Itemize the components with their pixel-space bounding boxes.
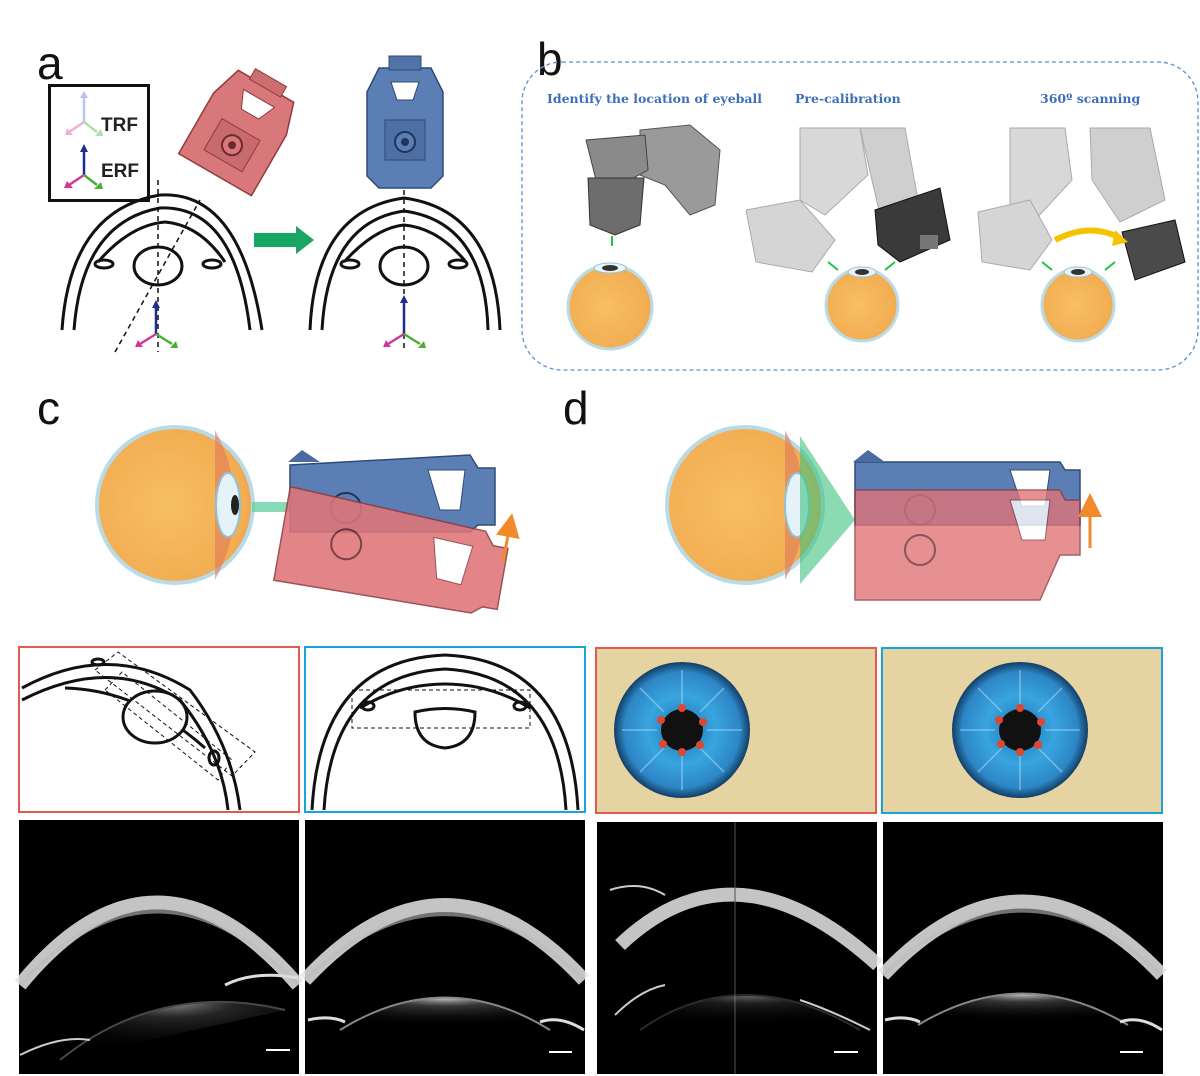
step-label-scanning: 360º scanning [1040, 91, 1141, 106]
erf-device-aligned [366, 55, 444, 189]
oct-image-1 [14, 820, 304, 1074]
step-label-precalibration: Pre-calibration [795, 91, 901, 106]
panel-d-diagram [665, 425, 1102, 601]
scan-arc-arrow [1053, 227, 1122, 243]
panel-letter-c: c [37, 382, 60, 434]
panel-b-step3 [977, 127, 1186, 343]
panel-b-step2 [745, 127, 951, 343]
legend-erf-label: ERF [101, 161, 139, 182]
scan-beam [252, 502, 290, 512]
oct-image-2 [299, 820, 590, 1074]
panel-b-step1 [566, 124, 721, 351]
tilted-axis-line [114, 199, 201, 353]
schematic-aligned-anterior [304, 646, 586, 813]
reference-frame-legend: TRF ERF [48, 84, 150, 202]
legend-axes-icon [64, 91, 103, 189]
erf-axes-left [135, 300, 178, 348]
panel-letter-b: b [537, 33, 563, 85]
tilt-arrow [495, 513, 520, 563]
trf-device-side-d [854, 489, 1081, 601]
eye-cross-section-tilted [60, 193, 264, 331]
panel-b-border [521, 61, 1199, 371]
panel-letter-a: a [37, 37, 63, 89]
panel-c-diagram [95, 425, 520, 614]
trf-device-tilted [177, 67, 295, 197]
transition-arrow [254, 226, 314, 254]
trf-device-side [272, 485, 509, 614]
iris-view-offset [595, 647, 877, 814]
eyeball-icon [566, 262, 654, 351]
panel-letter-d: d [563, 382, 589, 434]
oct-image-3 [597, 822, 883, 1074]
scan-fan-beam [800, 436, 855, 584]
panel-a-diagram [60, 55, 502, 353]
step-label-identify: Identify the location of eyeball [547, 91, 762, 106]
iris-view-centered [881, 647, 1163, 814]
legend-trf-label: TRF [101, 115, 138, 136]
oct-image-4 [877, 822, 1168, 1074]
schematic-tilted-anterior [18, 646, 300, 813]
erf-axes-right [383, 295, 426, 348]
